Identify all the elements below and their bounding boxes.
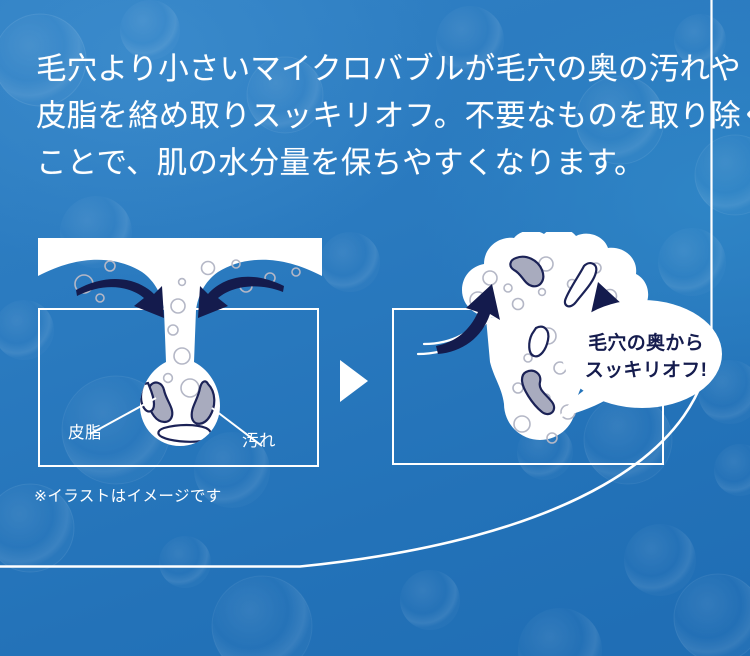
speech-bubble-text: 毛穴の奥から スッキリオフ! <box>576 330 716 384</box>
illustration-caption: ※イラストはイメージです <box>34 488 222 505</box>
headline-line-3: ことで、肌の水分量を保ちやすくなります。 <box>36 146 645 180</box>
speech-bubble-line-2: スッキリオフ! <box>584 360 708 381</box>
headline-line-1: 毛穴より小さいマイクロバブルが毛穴の奥の汚れや <box>36 52 741 86</box>
label-sebum: 皮脂 <box>68 424 102 442</box>
page-title: 毛穴より小さいマイクロバブルが毛穴の奥の汚れや 皮脂を絡め取りスッキリオフ。不要… <box>36 46 750 187</box>
headline-line-2: 皮脂を絡め取りスッキリオフ。不要なものを取り除く <box>36 99 750 133</box>
before-panel-frame <box>38 308 319 467</box>
label-dirt: 汚れ <box>242 432 276 450</box>
speech-bubble-line-1: 毛穴の奥から <box>588 333 704 354</box>
